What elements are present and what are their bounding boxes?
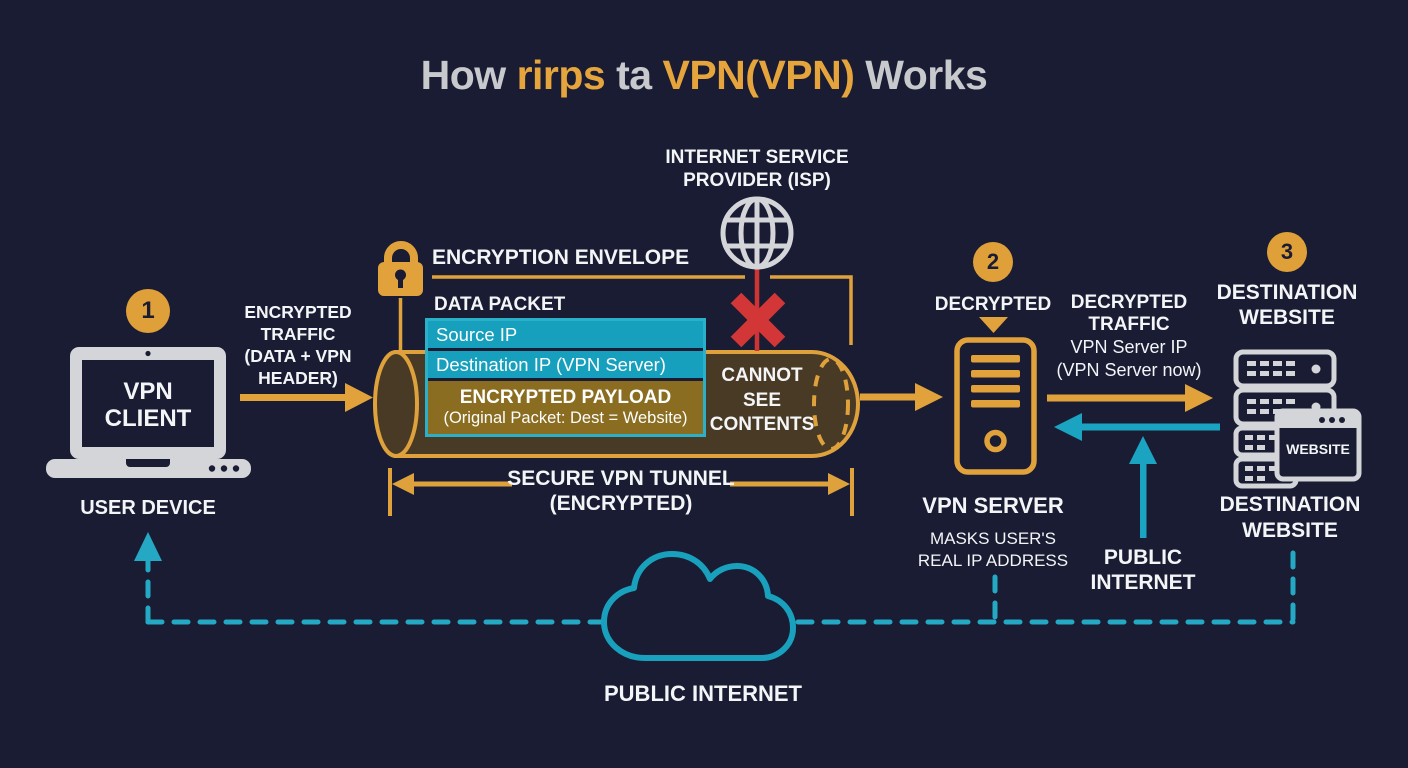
secure-tunnel-label: SECURE VPN TUNNEL (ENCRYPTED) [507, 467, 735, 515]
packet-row-payload: ENCRYPTED PAYLOAD (Original Packet: Dest… [428, 381, 703, 434]
encryption-envelope-label: ENCRYPTION ENVELOPE [432, 246, 690, 269]
encrypted-traffic-arrow [240, 383, 373, 412]
packet-row-source-ip: Source IP [428, 321, 703, 348]
website-window-label: WEBSITE [1286, 441, 1350, 457]
title-part: How [420, 52, 517, 98]
server-tower-icon [954, 337, 1037, 475]
decrypted-status-label: DECRYPTED [934, 294, 1052, 315]
decrypted-traffic-arrow [1047, 384, 1213, 412]
cloud-icon [601, 551, 796, 661]
encrypted-traffic-label: ENCRYPTED TRAFFIC (DATA + VPN HEADER) [244, 302, 352, 388]
isp-label: INTERNET SERVICE PROVIDER (ISP) [665, 147, 849, 191]
title-part: Works [854, 52, 988, 98]
globe-icon [720, 196, 794, 270]
laptop-screen-label: VPN CLIENT [104, 378, 192, 432]
x-mark-icon [730, 292, 786, 348]
page-title: How rirps ta VPN(VPN) Works [0, 52, 1408, 99]
public-internet-up-arrow [1129, 436, 1157, 538]
title-part: ta [605, 52, 663, 98]
cannot-see-contents-label: CANNOT SEE CONTENTS [709, 365, 815, 435]
destination-website-heading: DESTINATION WEBSITE [1216, 281, 1358, 329]
decrypted-traffic-label: DECRYPTED TRAFFIC VPN Server IP (VPN Ser… [1056, 292, 1202, 380]
vpn-server-name: VPN SERVER [922, 493, 1064, 518]
packet-box: Source IP Destination IP (VPN Server) EN… [425, 318, 706, 437]
public-internet-right-label: PUBLIC INTERNET [1090, 546, 1196, 594]
user-device-caption: USER DEVICE [80, 497, 216, 519]
step-badge-3: 3 [1267, 232, 1307, 272]
public-internet-bottom-label: PUBLIC INTERNET [604, 681, 802, 706]
laptop-icon [46, 347, 251, 478]
title-part-highlight: rirps [516, 52, 606, 98]
destination-website-caption: DESTINATION WEBSITE [1219, 493, 1361, 542]
decrypted-pointer-icon [979, 317, 1008, 333]
browser-window-icon [1274, 408, 1362, 482]
data-packet-label: DATA PACKET [434, 294, 566, 315]
step-badge-2: 2 [973, 242, 1013, 282]
return-traffic-arrow [1054, 413, 1220, 441]
packet-row-destination-ip: Destination IP (VPN Server) [428, 351, 703, 378]
vpn-server-note: MASKS USER'S REAL IP ADDRESS [917, 529, 1069, 570]
lock-icon [378, 241, 423, 350]
dimension-line [388, 468, 854, 516]
user-return-arrowhead [134, 532, 162, 561]
title-part-highlight: VPN(VPN) [662, 52, 855, 98]
envelope-bracket [432, 275, 853, 345]
tunnel-exit-arrow [860, 383, 943, 411]
step-badge-1: 1 [126, 289, 170, 333]
